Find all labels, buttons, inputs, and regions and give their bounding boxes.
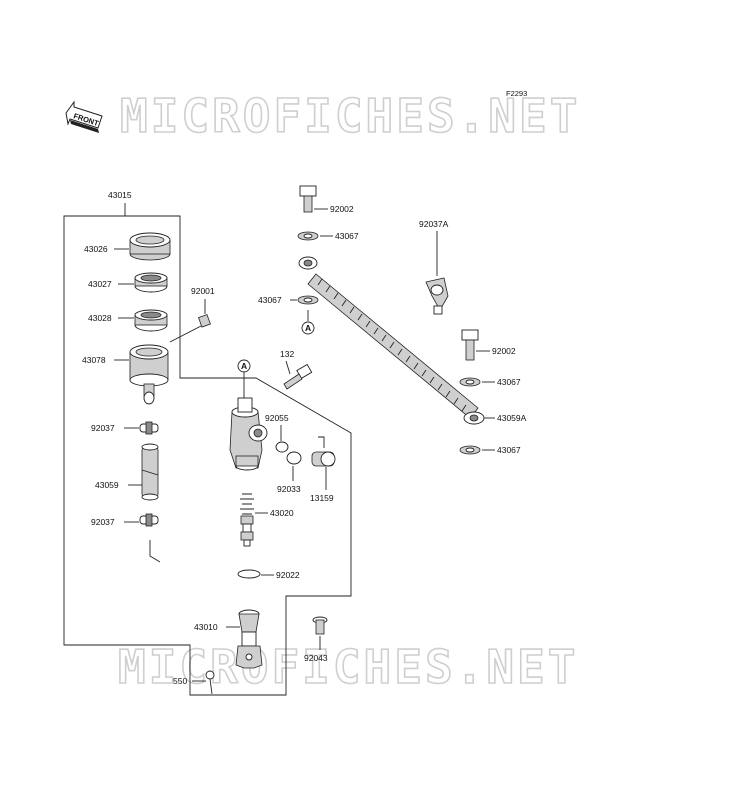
cotter-pin-550 bbox=[205, 670, 215, 695]
label-92022: 92022 bbox=[276, 570, 300, 580]
label-92055: 92055 bbox=[265, 413, 289, 423]
reservoir-cap bbox=[129, 232, 171, 261]
banjo-bolt-upper bbox=[299, 185, 317, 213]
callout-a-hose: A bbox=[301, 310, 315, 335]
diaphragm bbox=[134, 272, 168, 293]
label-43026: 43026 bbox=[84, 244, 108, 254]
label-43027: 43027 bbox=[88, 279, 112, 289]
hose-clip-92037a bbox=[425, 277, 449, 315]
bolt-132 bbox=[283, 363, 313, 390]
label-92037A: 92037A bbox=[419, 219, 449, 229]
fitting-13159 bbox=[311, 436, 336, 467]
label-43067-b: 43067 bbox=[258, 295, 282, 305]
watermark-bottom: MICROFICHES.NET bbox=[118, 640, 578, 694]
circlip-92033 bbox=[286, 451, 302, 465]
label-550: 550 bbox=[173, 676, 187, 686]
label-43067-a: 43067 bbox=[335, 231, 359, 241]
label-43010: 43010 bbox=[194, 622, 218, 632]
pin-92043 bbox=[312, 616, 328, 635]
diaphragm-plate bbox=[134, 309, 168, 332]
label-43015: 43015 bbox=[108, 190, 132, 200]
label-13159: 13159 bbox=[310, 493, 334, 503]
label-43028: 43028 bbox=[88, 313, 112, 323]
reservoir-hose bbox=[141, 443, 159, 501]
push-rod-clevis bbox=[235, 609, 263, 669]
label-92001: 92001 bbox=[191, 286, 215, 296]
piston-assembly bbox=[240, 493, 254, 547]
label-43059: 43059 bbox=[95, 480, 119, 490]
label-92043: 92043 bbox=[304, 653, 328, 663]
label-43078: 43078 bbox=[82, 355, 106, 365]
o-ring-92055 bbox=[275, 441, 289, 453]
front-arrow-icon: FRONT bbox=[65, 100, 103, 133]
label-92037-upper: 92037 bbox=[91, 423, 115, 433]
hose-clamp-upper bbox=[139, 421, 159, 435]
label-92002-lower: 92002 bbox=[492, 346, 516, 356]
watermark-top: MICROFICHES.NET bbox=[120, 89, 580, 143]
label-92033: 92033 bbox=[277, 484, 301, 494]
callout-a-master: A bbox=[237, 359, 251, 398]
assembly-outline bbox=[63, 203, 352, 696]
svg-text:A: A bbox=[241, 361, 247, 371]
label-43067-d: 43067 bbox=[497, 445, 521, 455]
banjo-bolt-lower bbox=[461, 329, 479, 361]
master-cylinder-body bbox=[229, 397, 268, 471]
label-43020: 43020 bbox=[270, 508, 294, 518]
label-132: 132 bbox=[280, 349, 294, 359]
label-43059A: 43059A bbox=[497, 413, 527, 423]
label-43067-c: 43067 bbox=[497, 377, 521, 387]
svg-text:A: A bbox=[305, 323, 311, 333]
reservoir bbox=[129, 344, 169, 405]
brake-hose bbox=[298, 256, 485, 425]
label-92002-upper: 92002 bbox=[330, 204, 354, 214]
circlip-92022 bbox=[237, 569, 261, 579]
figure-code: F2293 bbox=[506, 89, 527, 98]
hose-clamp-lower bbox=[139, 513, 159, 527]
screw-92001 bbox=[169, 314, 211, 343]
label-92037-lower: 92037 bbox=[91, 517, 115, 527]
